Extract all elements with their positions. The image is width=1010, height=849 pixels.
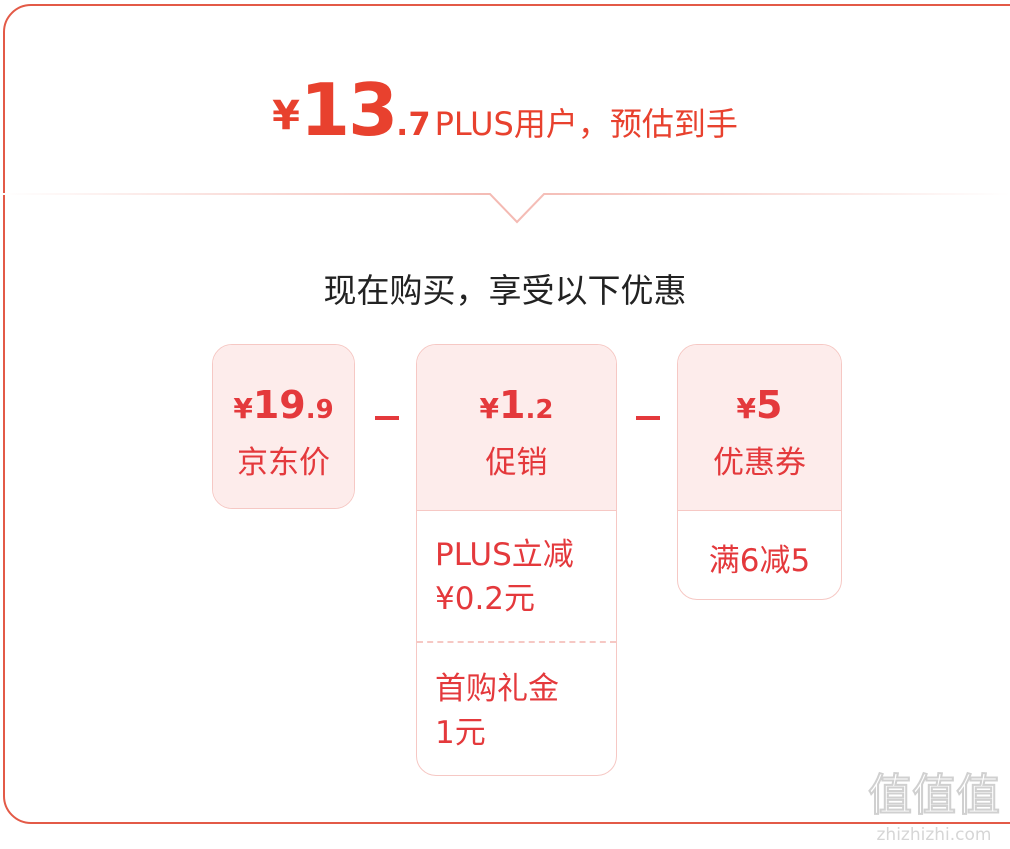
jd-price-label: 京东价 [237, 445, 330, 481]
price-description: PLUS用户，预估到手 [434, 105, 738, 143]
coupon-detail: 满6减5 [708, 543, 811, 579]
watermark-text: 值值值 [868, 770, 1000, 821]
minus-icon [636, 416, 660, 420]
promotion-detail-plus: PLUS立减 ¥0.2元 [417, 511, 616, 643]
promotion-detail-gift: 首购礼金 1元 [435, 671, 559, 751]
promotion-box: ¥1.2 促销 PLUS立减 ¥0.2元 首购礼金 1元 [416, 344, 617, 776]
offers-subtitle: 现在购买，享受以下优惠 [323, 271, 687, 310]
promotion-amount: ¥1.2 [479, 383, 554, 427]
coupon-box: ¥5 优惠券 满6减5 [677, 344, 842, 600]
coupon-amount: ¥5 [736, 383, 783, 427]
currency-symbol: ¥ [272, 93, 300, 139]
minus-icon [375, 416, 399, 420]
promotion-label: 促销 [485, 445, 548, 481]
watermark-logo: 值值值 zhizhizhi.com [867, 769, 1001, 845]
coupon-label: 优惠券 [713, 445, 806, 481]
jd-price-amount: ¥19.9 [233, 383, 334, 427]
jd-price-box: ¥19.9 京东价 [212, 344, 355, 509]
watermark-url: zhizhizhi.com [877, 825, 992, 845]
price-decimal: .7 [396, 105, 431, 143]
price-integer: 13 [299, 68, 398, 152]
divider-with-notch [0, 193, 1010, 224]
